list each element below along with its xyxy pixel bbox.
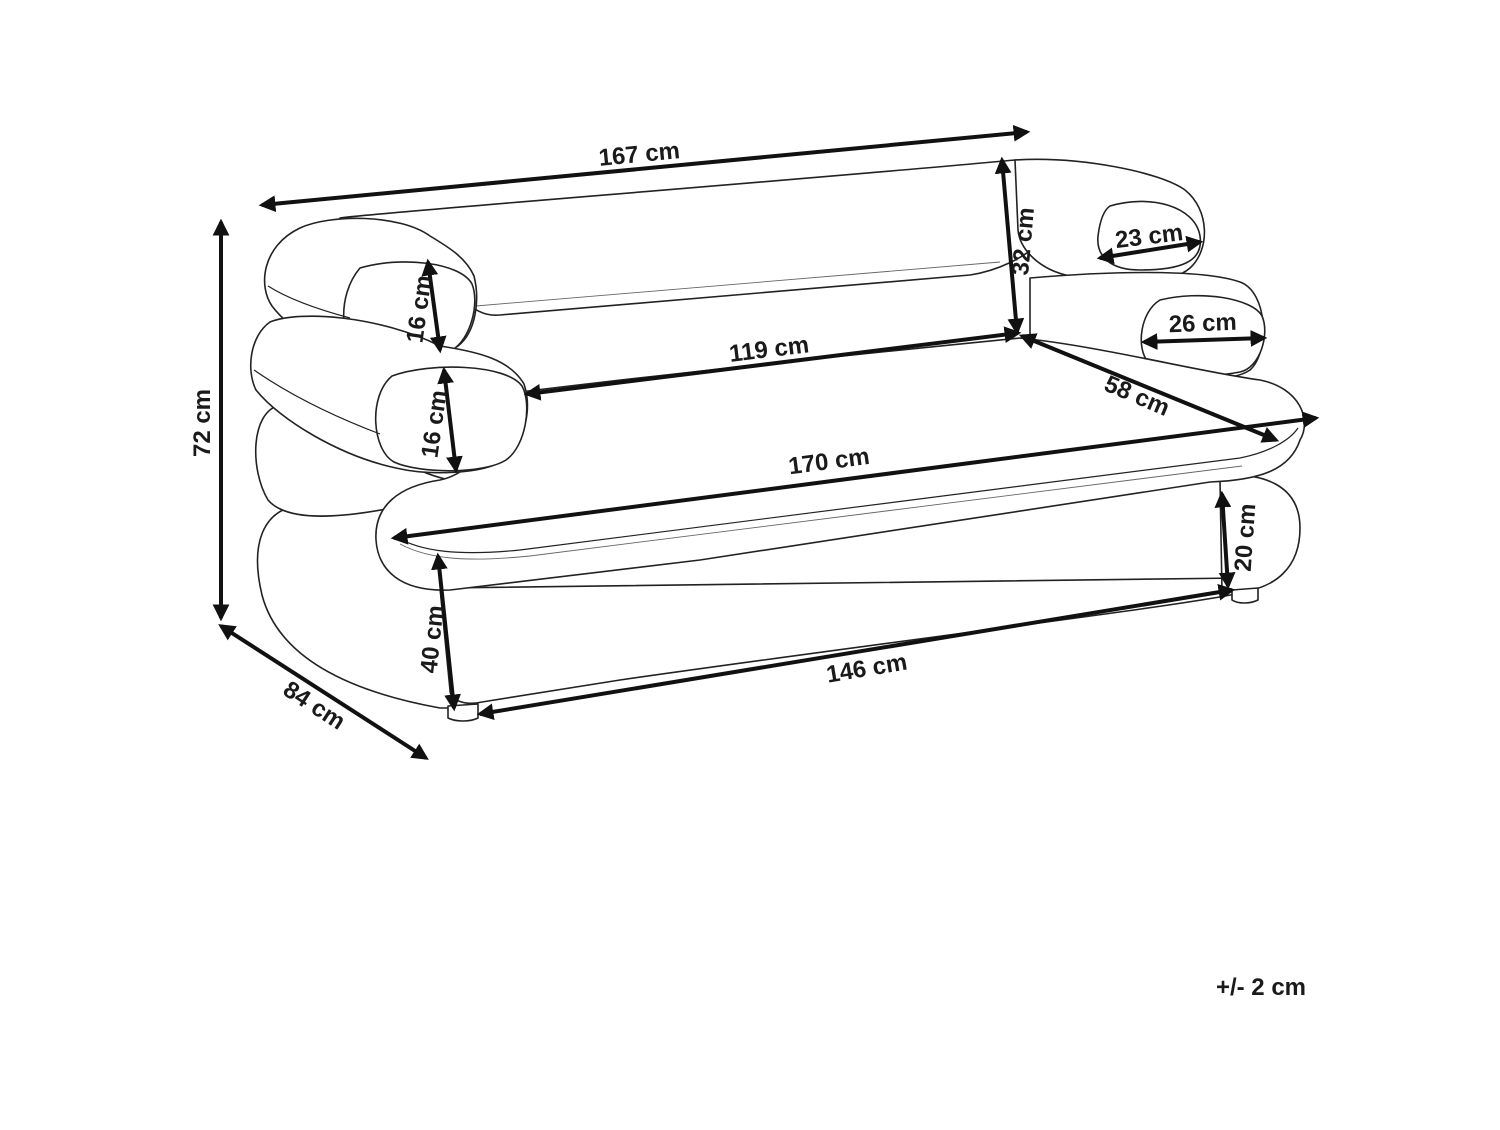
label-right-arm-depth: 26 cm bbox=[1168, 309, 1237, 338]
arrow-left-back-cushion-height bbox=[421, 258, 447, 354]
arrow-backrest-height bbox=[994, 156, 1025, 336]
arrow-seat-width bbox=[390, 411, 1320, 545]
arrow-seat-height bbox=[431, 552, 461, 712]
left-back-cushion-seam bbox=[267, 285, 351, 319]
arrow-overall-width-top bbox=[258, 124, 1031, 213]
label-total-height: 72 cm bbox=[189, 389, 216, 457]
label-backrest-height: 32 cm bbox=[1007, 206, 1040, 276]
arrow-inner-seat-width bbox=[523, 326, 1022, 401]
arrow-total-depth bbox=[218, 624, 429, 760]
arrow-right-back-cushion-depth bbox=[1096, 235, 1204, 265]
backrest-lower-seam bbox=[475, 261, 1001, 307]
tolerance-note: +/- 2 cm bbox=[1216, 974, 1306, 1001]
label-seat-cushion-height: 20 cm bbox=[1230, 503, 1262, 573]
arrow-seat-cushion-height bbox=[1214, 490, 1236, 590]
dimension-arrows bbox=[212, 124, 1320, 760]
arrow-base-width bbox=[476, 583, 1236, 721]
right-front-foot bbox=[1231, 587, 1259, 604]
left-arm-roll-seam bbox=[253, 369, 381, 435]
